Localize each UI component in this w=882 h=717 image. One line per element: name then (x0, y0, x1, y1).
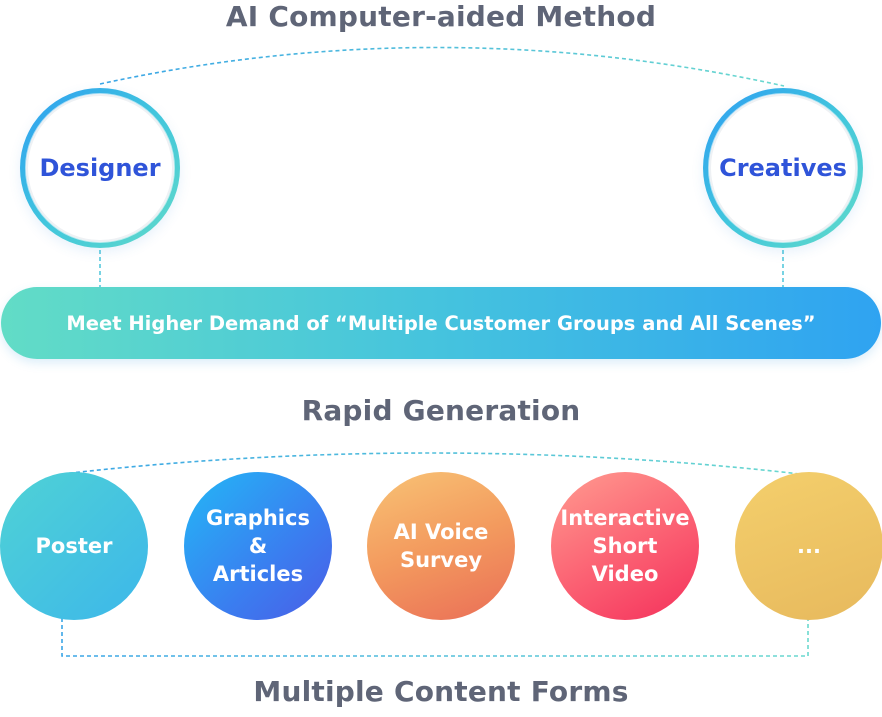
demand-banner: Meet Higher Demand of “Multiple Customer… (1, 287, 881, 359)
bottom-bracket-connector (61, 618, 809, 657)
heading-multiple-content-forms: Multiple Content Forms (253, 675, 629, 708)
content-form-graphics-articles: Graphics & Articles (184, 472, 332, 620)
content-form-more: ... (735, 472, 882, 620)
designer-circle-inner (26, 94, 174, 242)
designer-circle: Designer (20, 88, 180, 248)
content-form-ai-voice-survey: AI Voice Survey (367, 472, 515, 620)
middle-arc-connector (61, 452, 801, 475)
heading-ai-method: AI Computer-aided Method (225, 0, 657, 33)
creatives-circle-inner (709, 94, 857, 242)
content-form-interactive-short-video: Interactive Short Video (551, 472, 699, 620)
content-form-poster: Poster (0, 472, 148, 620)
creatives-label: Creatives (719, 154, 847, 182)
designer-label: Designer (39, 154, 161, 182)
heading-rapid-generation: Rapid Generation (301, 394, 581, 427)
creatives-circle: Creatives (703, 88, 863, 248)
top-arc-connector (99, 46, 785, 87)
